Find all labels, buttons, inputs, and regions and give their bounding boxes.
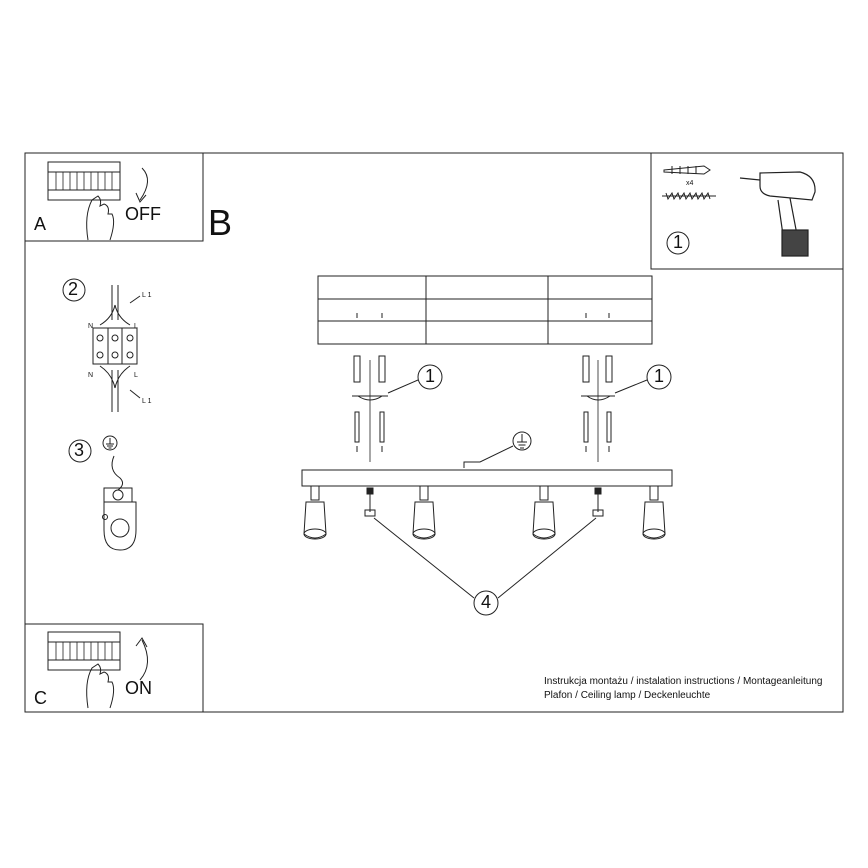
spotlight-2 <box>412 485 436 540</box>
step-4-circle <box>473 590 499 616</box>
wire-n-top: N <box>88 323 94 330</box>
panel-b-letter: B <box>208 202 233 243</box>
wire-l-top: L <box>134 323 138 330</box>
wire-n-bottom: N <box>88 372 94 379</box>
outer-frame <box>24 152 844 713</box>
wire-l1-bottom: L 1 <box>142 398 152 405</box>
switch-on-arrow-icon <box>139 639 148 681</box>
bar-screw-left <box>364 487 376 517</box>
terminal-block-icon <box>92 285 141 412</box>
step-2-circle <box>62 278 86 302</box>
wall-plug-icon <box>663 165 711 175</box>
footer-product-line: Plafon / Ceiling lamp / Deckenleuchte <box>544 690 711 701</box>
step-1-right-circle <box>646 364 672 390</box>
ground-symbol-icon <box>102 435 118 451</box>
step-1-tools-number: 1 <box>673 232 684 252</box>
bar-ground-symbol-icon <box>463 431 532 468</box>
wire-l-bottom: L <box>134 372 138 379</box>
panel-c-on-label: ON <box>125 678 152 698</box>
step-1-left-number: 1 <box>425 366 436 386</box>
tools-box <box>650 152 844 270</box>
left-screw-set <box>352 355 388 462</box>
breaker-panel-on-icon <box>47 631 121 709</box>
lamp-bar <box>301 469 673 487</box>
panel-a-box <box>24 152 204 242</box>
step-4-number: 4 <box>481 592 492 612</box>
step-3-number: 3 <box>74 440 85 460</box>
step-1-tools-circle <box>666 231 690 255</box>
ground-terminal-icon <box>102 455 137 551</box>
step-2-number: 2 <box>68 279 79 299</box>
drill-icon <box>739 171 816 257</box>
panel-c-box <box>24 623 204 713</box>
panel-a-letter: A <box>34 214 47 234</box>
ceiling-illustration <box>317 275 653 345</box>
wire-l1-top: L 1 <box>142 292 152 299</box>
footer-instructions-line: Instrukcja montażu / instalation instruc… <box>544 676 823 687</box>
right-screw-set <box>581 355 615 462</box>
spotlight-4 <box>642 485 666 540</box>
screw-icon <box>662 191 716 201</box>
step-1-left-circle <box>417 364 443 390</box>
step-1-right-number: 1 <box>654 366 665 386</box>
switch-off-arrow-icon <box>139 167 148 201</box>
breaker-panel-off-icon <box>47 161 121 241</box>
plug-quantity: x4 <box>686 180 694 187</box>
spotlight-3 <box>532 485 556 540</box>
panel-a-off-label: OFF <box>125 204 161 224</box>
panel-c-letter: C <box>34 688 47 708</box>
bar-screw-right <box>592 487 604 517</box>
spotlight-1 <box>303 485 327 540</box>
step-3-circle <box>68 439 92 463</box>
